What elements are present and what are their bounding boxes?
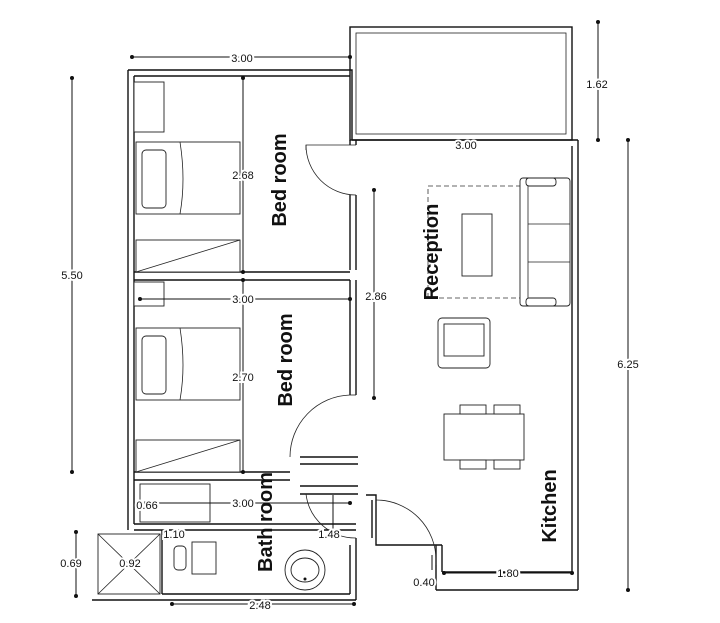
- reception-furniture: [427, 177, 571, 369]
- dim-bath-width: 3.00: [232, 498, 253, 510]
- room-label-kitchen: Kitchen: [539, 469, 561, 542]
- dining-table: [443, 404, 525, 470]
- dimension-lines: [70, 20, 630, 606]
- dim-shaft-height: 0.69: [60, 558, 81, 570]
- bathroom-fixtures: [97, 483, 326, 595]
- room-label-reception: Reception: [421, 204, 443, 301]
- dim-kitchen-width: 1.80: [497, 568, 518, 580]
- room-label-bathroom: Bath room: [255, 472, 277, 572]
- exterior-walls: [92, 26, 579, 601]
- dim-bed2-width: 3.00: [232, 294, 253, 306]
- dim-left-height: 5.50: [61, 270, 82, 282]
- room-label-bedroom-bottom: Bed room: [275, 313, 297, 406]
- dim-bed1-depth: 2.68: [232, 170, 253, 182]
- dim-bath-door: 1.10: [163, 529, 184, 541]
- dim-bed2-depth: 2.70: [232, 372, 253, 384]
- doors: [289, 144, 437, 565]
- dim-balcony-height: 1.62: [586, 79, 607, 91]
- dim-reception-depth: 2.86: [365, 291, 386, 303]
- dim-bath-small: 0.66: [136, 500, 157, 512]
- dim-shaft-width: 0.92: [119, 558, 140, 570]
- dim-entry-door: 0.40: [413, 577, 434, 589]
- dimension-labels: 3.00 1.62 3.00 5.50 6.25 2.68 3.00 2.70 …: [58, 51, 640, 614]
- dim-bath-depth: 1.48: [318, 529, 339, 541]
- dim-bottom-width: 2.48: [249, 600, 270, 612]
- room-labels: Bed room Bed room Reception Bath room Ki…: [255, 133, 561, 572]
- dim-balcony-width: 3.00: [455, 140, 476, 152]
- dim-top-width: 3.00: [231, 53, 252, 65]
- bed-bottom: [133, 281, 241, 473]
- dim-right-height: 6.25: [617, 359, 638, 371]
- room-label-bedroom-top: Bed room: [269, 133, 291, 226]
- bed-top: [133, 81, 241, 273]
